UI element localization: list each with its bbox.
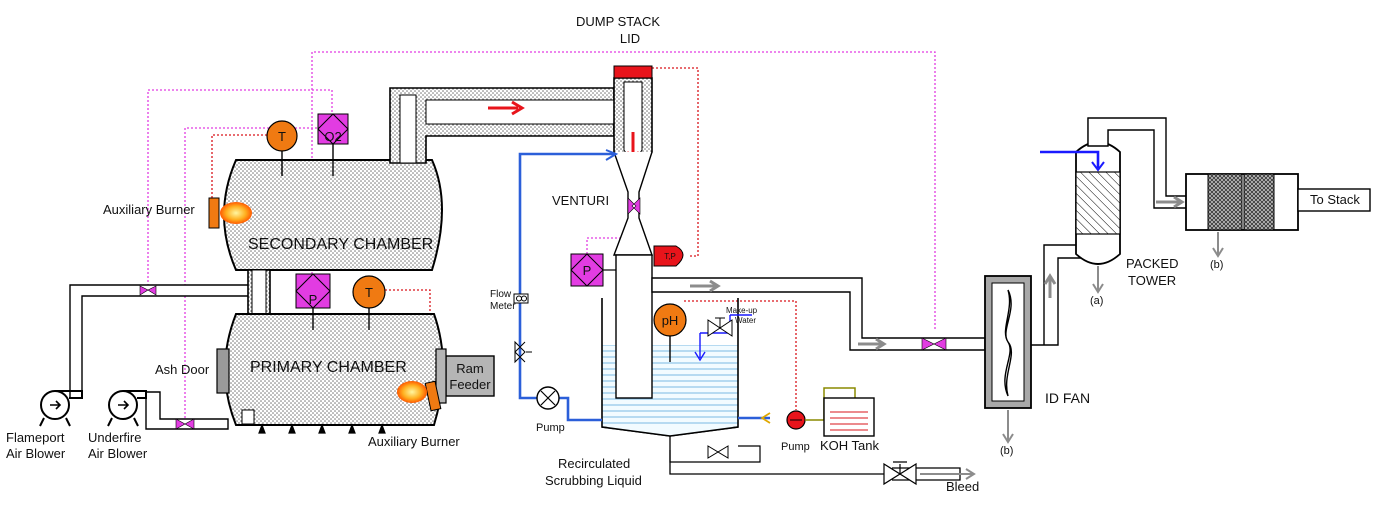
flow-arrow-icon xyxy=(488,100,525,116)
koh-pump-label: Pump xyxy=(781,441,810,453)
combustion-air-system xyxy=(39,284,251,430)
lid-label: LID xyxy=(620,31,640,46)
flame-icon xyxy=(220,202,252,224)
flow-meter[interactable] xyxy=(513,293,529,304)
ram-feeder-label: Ram xyxy=(456,361,483,376)
fan-drain-label: (b) xyxy=(1000,445,1013,457)
flue-duct xyxy=(389,87,615,164)
recirculation-pump[interactable] xyxy=(536,386,560,410)
primary-chamber xyxy=(224,313,444,434)
drain-valve[interactable] xyxy=(707,445,729,459)
instrument-tag: T xyxy=(278,129,286,144)
to-stack-label: To Stack xyxy=(1310,192,1360,207)
recirculation-pump-label: Pump xyxy=(536,422,565,434)
flow-meter-label: Meter xyxy=(490,301,516,312)
packed-tower-label: TOWER xyxy=(1128,273,1176,288)
dump-stack-lid[interactable] xyxy=(613,65,653,79)
tower-drain-label: (a) xyxy=(1090,295,1103,307)
mist-eliminator xyxy=(1185,173,1299,258)
flow-meter-label: Flow xyxy=(490,289,512,300)
auxiliary-burner-primary-label: Auxiliary Burner xyxy=(368,434,460,449)
ram-feeder-label: Feeder xyxy=(449,377,491,392)
makeup-water-label: Water xyxy=(735,316,756,325)
instrument-tag: pH xyxy=(662,313,679,328)
temperature-sensor-primary[interactable]: T xyxy=(352,275,386,330)
temperature-pressure-controller[interactable]: T,P xyxy=(653,245,684,267)
auxiliary-burner-secondary[interactable] xyxy=(208,197,252,229)
underfire-blower-label: Underfire xyxy=(88,430,141,445)
oxygen-analyzer[interactable]: O2 xyxy=(317,113,349,176)
instrument-tag: T xyxy=(365,285,373,300)
ash-door-label: Ash Door xyxy=(155,362,210,377)
instrument-tag: T,P xyxy=(664,252,676,261)
underfire-blower-label: Air Blower xyxy=(88,446,148,461)
id-fan[interactable] xyxy=(984,275,1032,444)
flow-arrow-icon xyxy=(690,279,721,293)
flameport-blower-label: Air Blower xyxy=(6,446,66,461)
ash-door[interactable] xyxy=(216,348,230,394)
recirculated-liquid-label: Scrubbing Liquid xyxy=(545,473,642,488)
koh-dosing-pump[interactable] xyxy=(786,410,806,430)
pressure-sensor-venturi[interactable]: P xyxy=(570,253,616,287)
auxiliary-burner-secondary-label: Auxiliary Burner xyxy=(103,202,195,217)
to-stack-outlet xyxy=(1297,188,1371,212)
koh-tank-label: KOH Tank xyxy=(820,438,880,453)
flow-arrow-icon xyxy=(1043,273,1057,298)
packed-tower-label: PACKED xyxy=(1126,256,1179,271)
auxiliary-burner-primary[interactable] xyxy=(397,380,442,412)
flow-arrow-icon xyxy=(858,337,887,351)
flameport-blower-label: Flameport xyxy=(6,430,65,445)
flow-arrow-icon xyxy=(1156,195,1185,209)
ph-sensor[interactable]: pH xyxy=(653,303,687,362)
venturi xyxy=(612,151,653,256)
bleed-label: Bleed xyxy=(946,479,979,494)
makeup-water-valve[interactable] xyxy=(707,317,733,337)
instrument-tag: O2 xyxy=(324,129,341,144)
id-fan-damper[interactable] xyxy=(921,337,947,351)
makeup-water-label: Make-up xyxy=(726,306,758,315)
underfire-air-blower[interactable] xyxy=(107,390,147,427)
instrument-tag: P xyxy=(309,292,318,307)
packed-tower xyxy=(1040,118,1121,294)
underfire-air-damper[interactable] xyxy=(175,418,195,430)
recirculation-valve[interactable] xyxy=(514,340,532,364)
primary-chamber-label: PRIMARY CHAMBER xyxy=(250,359,407,376)
filter-drain-label: (b) xyxy=(1210,259,1223,271)
koh-tank xyxy=(805,387,875,437)
flameport-air-damper[interactable] xyxy=(139,285,157,296)
secondary-chamber-label: SECONDARY CHAMBER xyxy=(248,236,433,253)
recirculated-liquid-label: Recirculated xyxy=(558,456,630,471)
tower-outlet-duct xyxy=(1087,117,1193,209)
secondary-chamber xyxy=(223,159,443,271)
control-lines-magenta xyxy=(147,51,936,422)
flameport-air-blower[interactable] xyxy=(39,390,83,427)
dump-stack xyxy=(613,65,653,171)
dump-stack-label: DUMP STACK xyxy=(576,14,660,29)
flame-icon xyxy=(397,381,427,403)
instrument-tag: P xyxy=(583,263,592,278)
venturi-label: VENTURI xyxy=(552,193,609,208)
id-fan-label: ID FAN xyxy=(1045,390,1090,406)
temperature-sensor-secondary[interactable]: T xyxy=(266,120,298,176)
ram-feeder-plate xyxy=(435,348,447,404)
pressure-sensor-primary[interactable]: P xyxy=(295,273,331,330)
bleed-valve[interactable] xyxy=(883,461,917,486)
